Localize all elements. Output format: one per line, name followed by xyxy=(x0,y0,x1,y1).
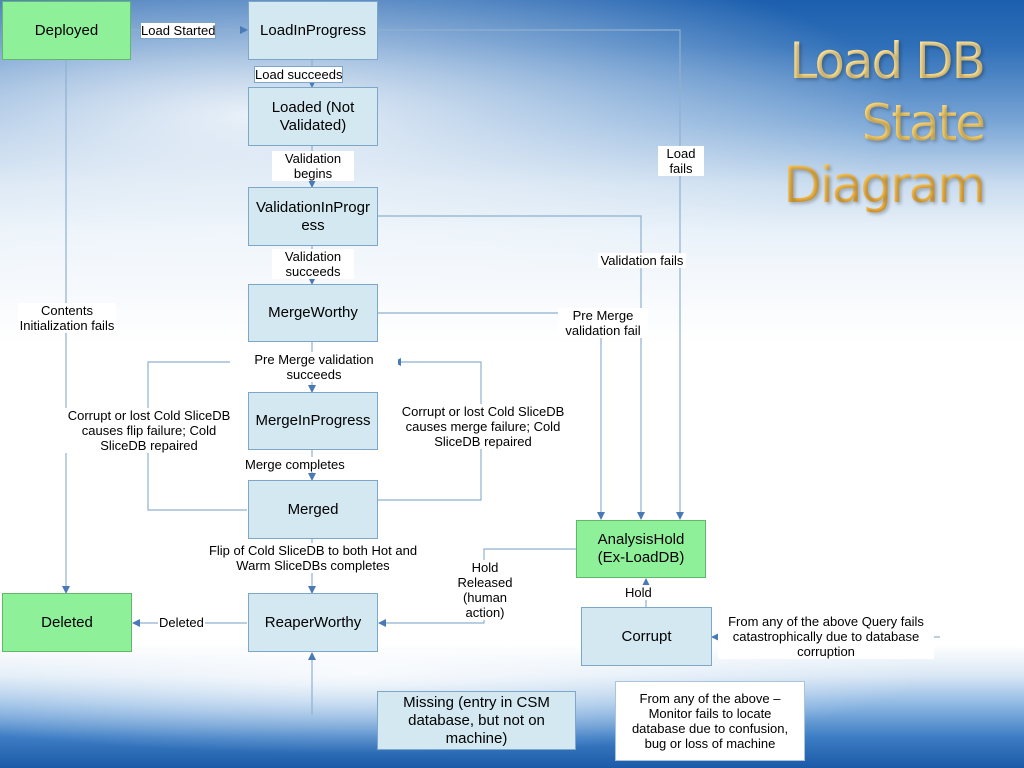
edge-load-fails xyxy=(378,29,684,520)
label-load-succeeds: Load succeeds xyxy=(254,66,344,83)
state-corrupt: Corrupt xyxy=(581,607,712,666)
state-missing: Missing (entry in CSM database, but not … xyxy=(377,691,576,750)
label-monitor-fails: From any of the above – Monitor fails to… xyxy=(615,681,805,761)
label-contents-init-fails: Contents Initialization fails xyxy=(18,303,116,333)
state-reaper-worthy: ReaperWorthy xyxy=(248,593,378,652)
label-pre-merge-fail: Pre Merge validation fail xyxy=(558,308,648,338)
state-merge-in-progress: MergeInProgress xyxy=(248,392,378,450)
state-merge-worthy: MergeWorthy xyxy=(248,284,378,342)
title-line-1: Load DB xyxy=(789,32,986,90)
label-validation-succeeds: Validation succeeds xyxy=(272,249,354,279)
label-flip-failure: Corrupt or lost Cold SliceDB causes flip… xyxy=(60,408,238,453)
title-line-3: Diagram xyxy=(783,156,986,214)
label-validation-begins: Validation begins xyxy=(272,151,354,181)
page-title: Load DB State Diagram xyxy=(783,30,986,216)
edge-validation-fails xyxy=(378,215,645,520)
state-deployed: Deployed xyxy=(2,1,131,60)
label-flip-completes: Flip of Cold SliceDB to both Hot and War… xyxy=(204,543,422,573)
label-validation-fails: Validation fails xyxy=(598,253,686,268)
label-query-fails: From any of the above Query fails catast… xyxy=(718,614,934,659)
label-hold: Hold xyxy=(624,585,653,600)
state-load-in-progress: LoadInProgress xyxy=(248,1,378,60)
title-line-2: State xyxy=(861,94,986,152)
label-deleted: Deleted xyxy=(158,615,205,630)
state-loaded: Loaded (Not Validated) xyxy=(248,87,378,146)
state-analysis-hold: AnalysisHold (Ex-LoadDB) xyxy=(576,520,706,578)
label-merge-completes: Merge completes xyxy=(244,457,346,472)
state-validation-in-progress: ValidationInProgress xyxy=(248,187,378,246)
label-pre-merge-succeeds: Pre Merge validation succeeds xyxy=(230,352,398,382)
state-merged: Merged xyxy=(248,480,378,539)
label-load-fails: Load fails xyxy=(658,146,704,176)
state-deleted: Deleted xyxy=(2,593,132,652)
label-load-started: Load Started xyxy=(140,22,217,39)
label-hold-released: Hold Released (human action) xyxy=(444,560,526,620)
label-merge-failure: Corrupt or lost Cold SliceDB causes merg… xyxy=(394,404,572,449)
